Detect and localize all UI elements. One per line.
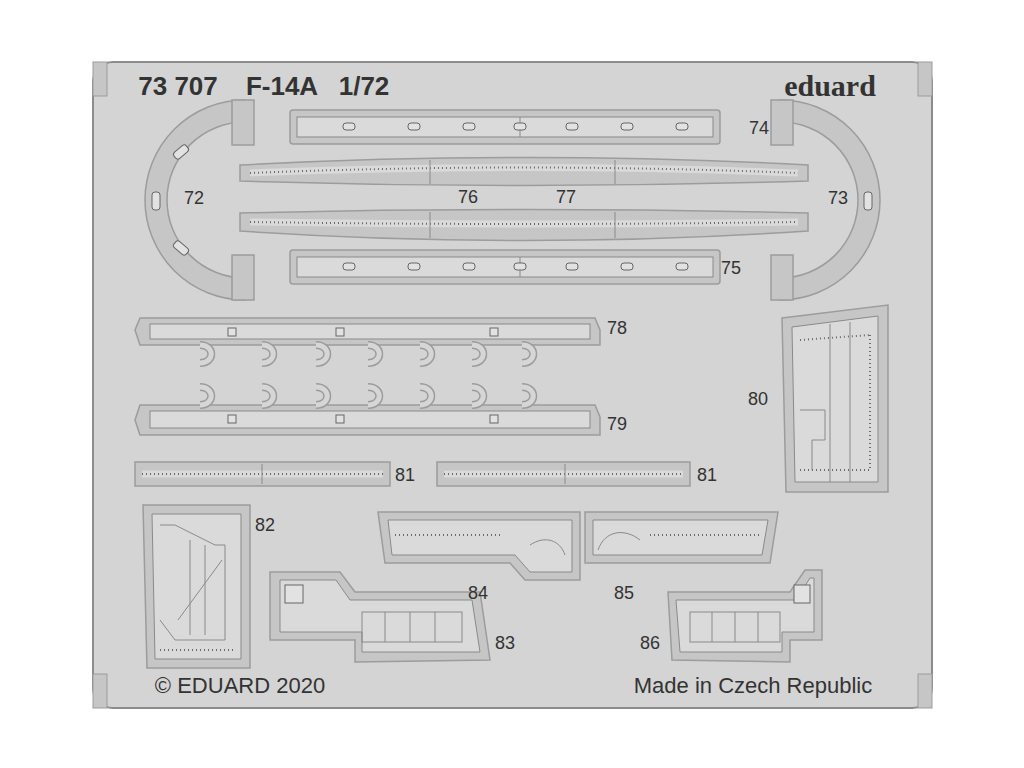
part-bracket-plate: [270, 572, 490, 662]
part-number: 73: [828, 189, 848, 207]
part-curved-bracket: [145, 100, 254, 300]
part-number: 86: [640, 634, 660, 652]
scale: 1/72: [339, 73, 390, 99]
part-number: 79: [607, 415, 627, 433]
part-hinge-strip: [135, 318, 600, 363]
part-number: 84: [468, 584, 488, 602]
part-number: 74: [749, 119, 769, 137]
part-number: 72: [184, 189, 204, 207]
fret-frame: [93, 62, 932, 708]
part-panel: [585, 512, 778, 563]
part-panel: [782, 305, 888, 492]
part-curved-bracket: [771, 100, 880, 300]
aircraft-name: F-14A: [246, 73, 318, 99]
part-number: 81: [697, 466, 717, 484]
part-number: 82: [255, 516, 275, 534]
part-panel: [143, 505, 250, 668]
part-number: 83: [495, 634, 515, 652]
kit-number: 73 707: [138, 73, 218, 99]
part-strip: [290, 110, 720, 144]
part-curved-strip: [240, 158, 808, 186]
part-number: 77: [556, 188, 576, 206]
part-panel: [378, 512, 580, 580]
part-curved-strip: [240, 210, 808, 241]
origin-note: Made in Czech Republic: [634, 675, 872, 697]
part-hinge-strip: [135, 387, 600, 435]
brand-logo: eduard: [784, 71, 876, 101]
part-number: 75: [721, 259, 741, 277]
part-number: 80: [748, 390, 768, 408]
copyright-note: © EDUARD 2020: [155, 675, 325, 697]
part-number: 85: [614, 584, 634, 602]
part-strip: [290, 250, 720, 284]
part-number: 78: [607, 319, 627, 337]
part-thin-strip: [135, 462, 690, 486]
part-bracket-plate: [668, 570, 822, 662]
part-number: 81: [395, 466, 415, 484]
part-number: 76: [458, 188, 478, 206]
